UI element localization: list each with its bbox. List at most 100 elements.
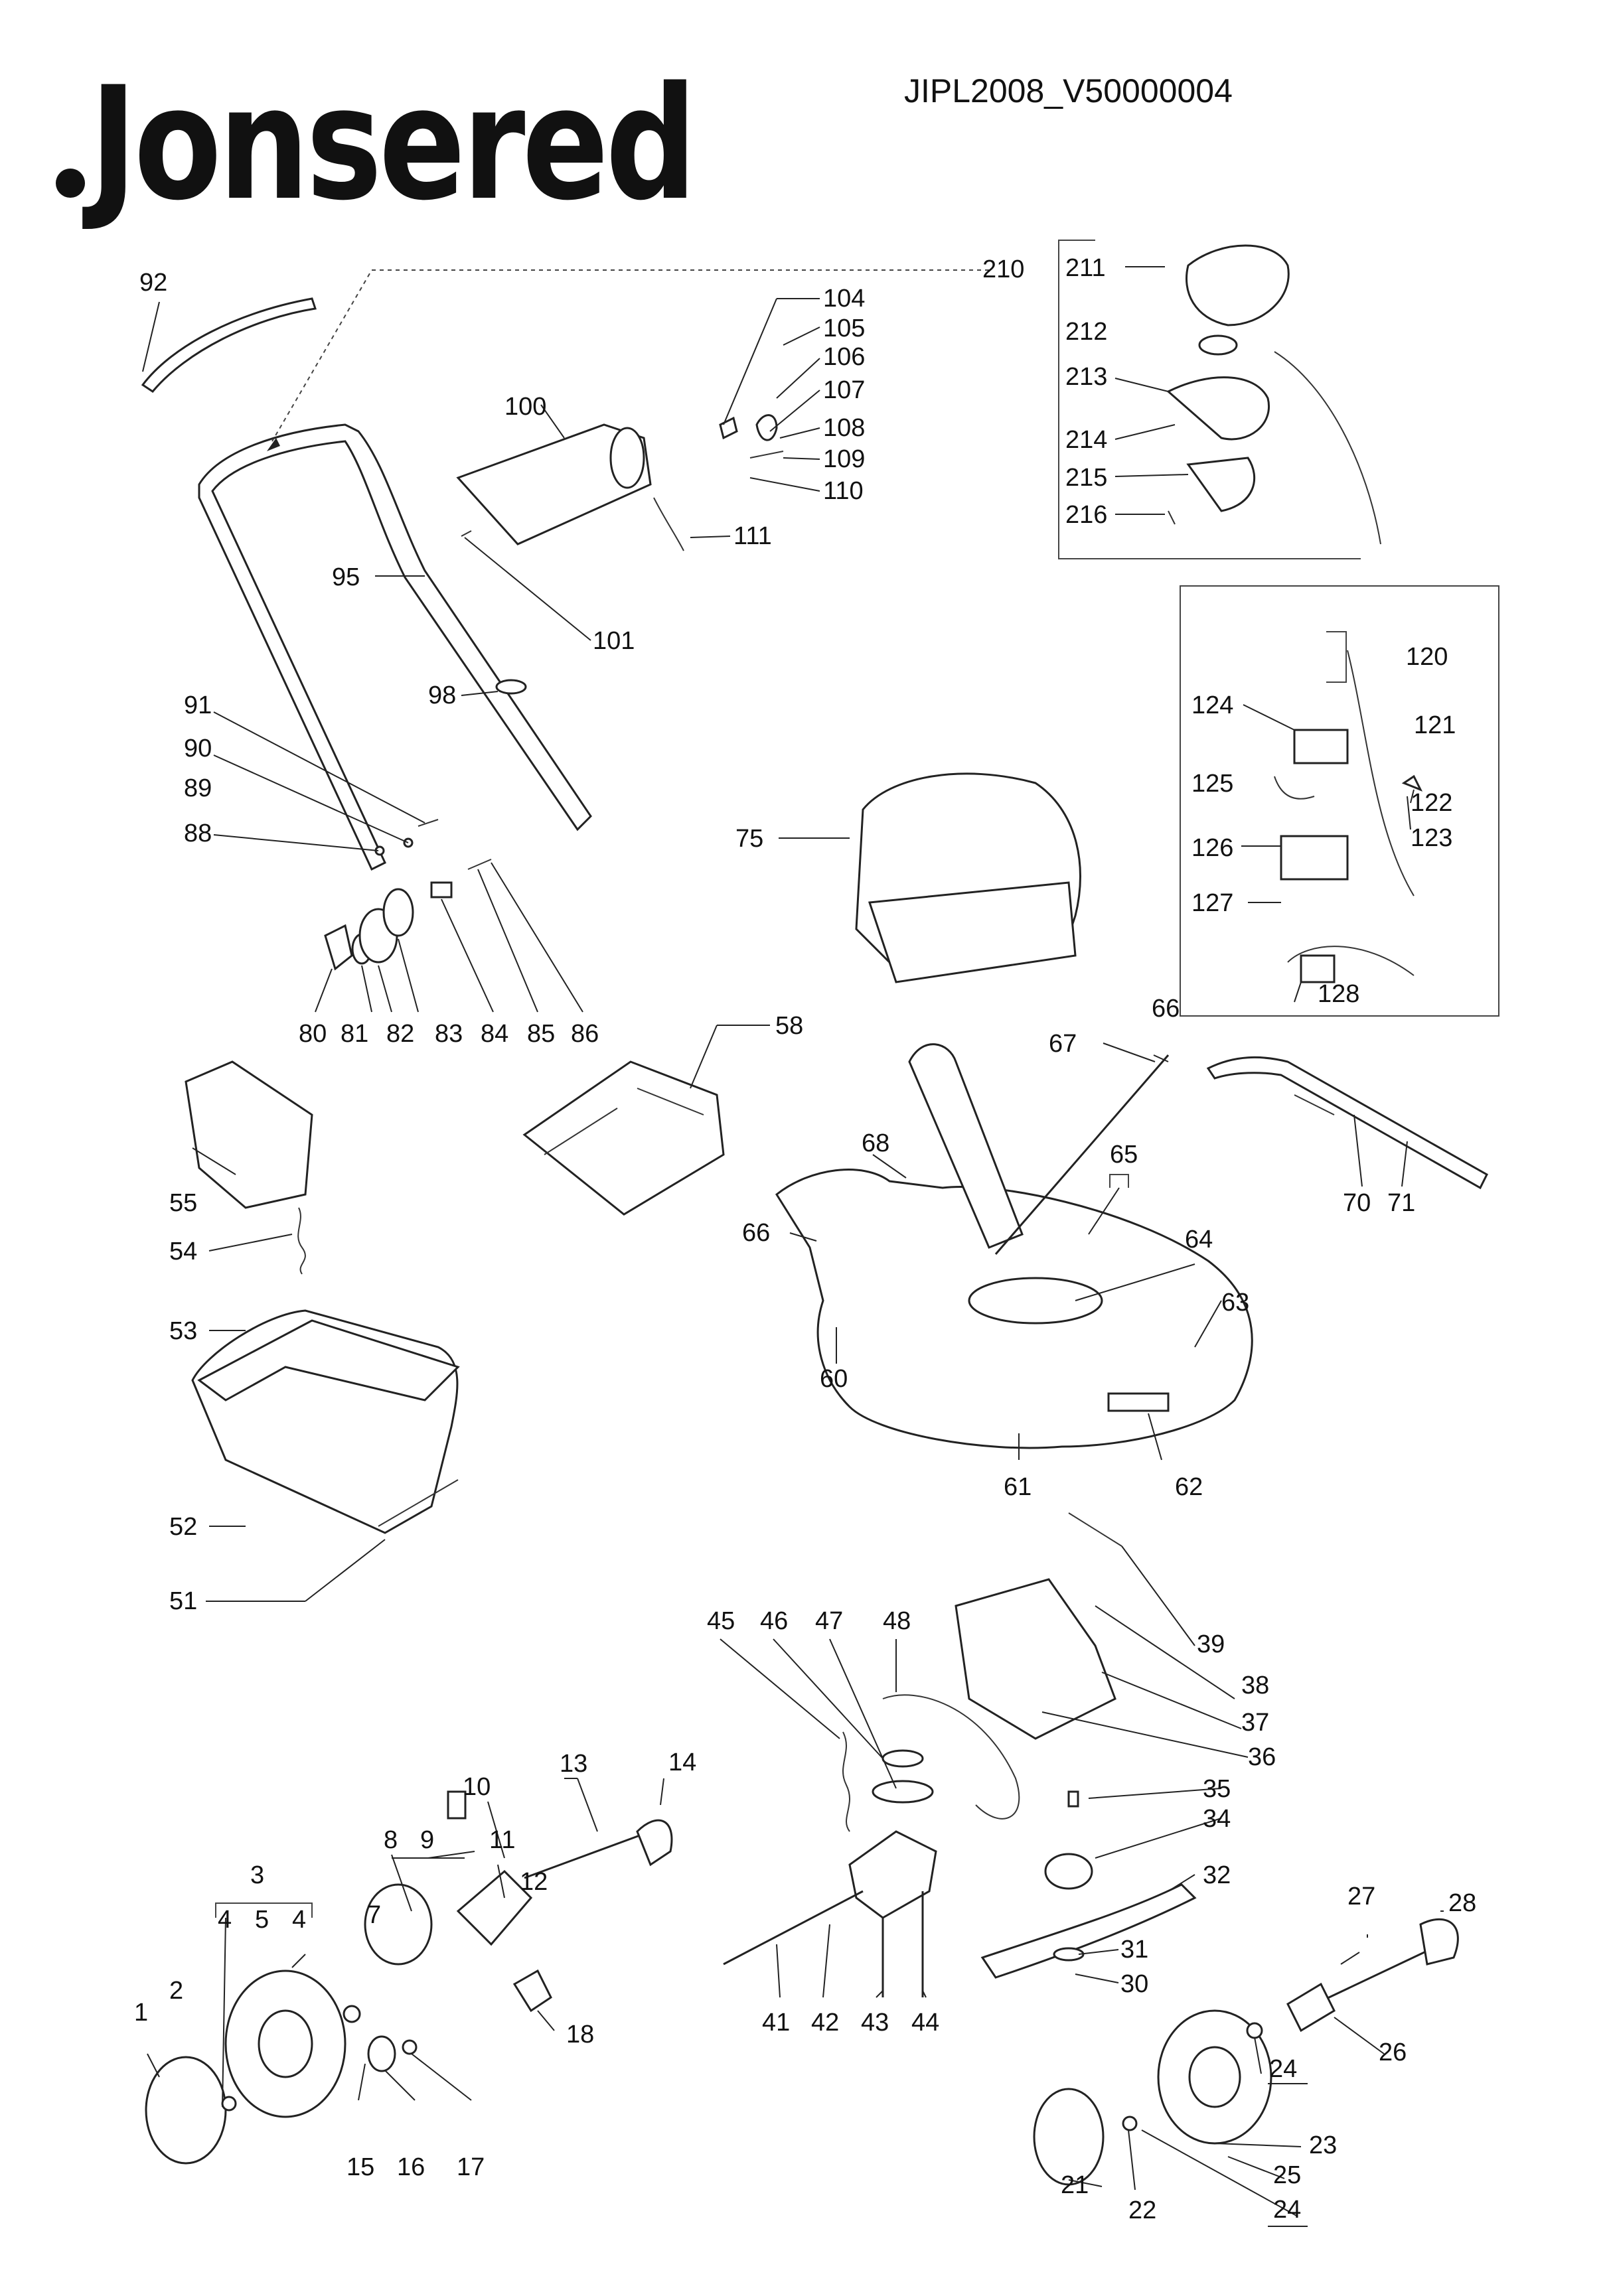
part-13-drawing [524,1830,651,1879]
label-13: 13 [560,1750,587,1778]
label-14: 14 [668,1749,696,1776]
label-46: 46 [760,1607,788,1635]
label-212: 212 [1065,318,1107,346]
label-107: 107 [823,376,865,404]
part-47-drawing [872,1780,934,1804]
label-4b: 4 [292,1906,306,1934]
label-37: 37 [1241,1709,1269,1737]
part-48-belt [882,1694,1020,1820]
label-12: 12 [520,1868,548,1896]
label-81: 81 [341,1020,368,1048]
part-12-drawing [456,1869,533,1946]
label-25: 25 [1273,2161,1301,2189]
label-90: 90 [184,735,212,762]
label-215: 215 [1065,464,1107,492]
label-85: 85 [527,1020,555,1048]
label-67: 67 [1049,1030,1077,1058]
part-92-drawing [141,297,317,393]
part-126-drawing [1280,835,1349,881]
label-68: 68 [862,1129,889,1157]
label-108: 108 [823,414,865,442]
label-82: 82 [386,1020,414,1048]
label-28: 28 [1448,1889,1476,1917]
part-108-drawing [749,451,784,459]
label-61: 61 [1004,1473,1032,1501]
part-111-cable [653,497,684,551]
part-122-drawing [1401,774,1423,792]
label-23: 23 [1309,2131,1337,2159]
part-46-drawing [881,1749,924,1768]
label-39: 39 [1197,1630,1225,1658]
part-210-cable [1274,351,1381,545]
label-211: 211 [1065,254,1106,282]
part-84-drawing [430,881,453,898]
label-48: 48 [883,1607,911,1635]
part-100-grip-drawing [456,423,652,545]
label-44: 44 [911,2009,939,2037]
label-27: 27 [1347,1883,1375,1910]
part-128-wire [1287,946,1415,976]
label-120: 120 [1406,643,1448,671]
label-3: 3 [250,1861,264,1889]
label-64: 64 [1185,1226,1213,1254]
label-52: 52 [169,1513,197,1541]
label-66a: 66 [742,1219,770,1247]
dashed-arrow-head [267,438,280,451]
part-124-drawing [1293,729,1349,764]
label-66b: 66 [1152,995,1180,1023]
part-27-end [1419,1918,1459,1966]
leader-lines [142,266,1444,2227]
part-85-drawing [467,859,492,870]
label-36: 36 [1248,1743,1276,1771]
part-54-drawing [297,1207,306,1275]
label-41: 41 [762,2009,790,2037]
label-47: 47 [815,1607,843,1635]
label-92: 92 [139,269,167,297]
label-89: 89 [184,774,212,802]
part-212-drawing [1198,334,1238,356]
part-gearbox-drawing [848,1830,937,1919]
label-34: 34 [1203,1805,1231,1833]
part-216-drawing [1168,510,1176,525]
label-24b: 24 [1273,2196,1301,2224]
label-16: 16 [397,2153,425,2181]
part-58-drawing [522,1060,725,1216]
part-26-drawing [1286,1982,1336,2033]
label-216: 216 [1065,501,1107,529]
part-13-end [636,1819,673,1867]
part-101-drawing [461,530,472,537]
label-71: 71 [1387,1189,1415,1217]
label-105: 105 [823,315,865,342]
label-98: 98 [428,682,456,709]
label-126: 126 [1191,834,1233,862]
part-23-hub [1188,2046,1241,2108]
label-122: 122 [1411,789,1452,817]
group-box-120-128 [1180,585,1499,1017]
label-125: 125 [1191,770,1233,798]
part-98-drawing [495,679,527,695]
part-17-drawing [402,2039,418,2055]
label-91: 91 [184,691,212,719]
label-213: 213 [1065,363,1107,391]
label-51: 51 [169,1587,197,1615]
label-128: 128 [1318,980,1359,1008]
part-10-drawing [447,1790,467,1820]
label-42: 42 [811,2009,839,2037]
part-34-drawing [1044,1853,1093,1890]
logo-wordmark: Jonsered [82,54,694,235]
label-124: 124 [1191,691,1233,719]
label-65: 65 [1110,1141,1138,1169]
part-95-handle-drawing [198,423,592,871]
label-111: 111 [733,522,772,550]
label-110: 110 [823,477,864,505]
part-21-hubcap-drawing [1033,2088,1105,2186]
label-30: 30 [1120,1970,1148,1998]
part-215-drawing [1186,457,1256,512]
label-10: 10 [463,1773,491,1801]
label-109: 109 [823,445,865,473]
part-107-drawing [755,414,778,441]
brand-logo: Jonsered [56,54,698,235]
label-70: 70 [1343,1189,1371,1217]
part-100-end [609,427,645,489]
part-64-drawing [968,1277,1103,1325]
